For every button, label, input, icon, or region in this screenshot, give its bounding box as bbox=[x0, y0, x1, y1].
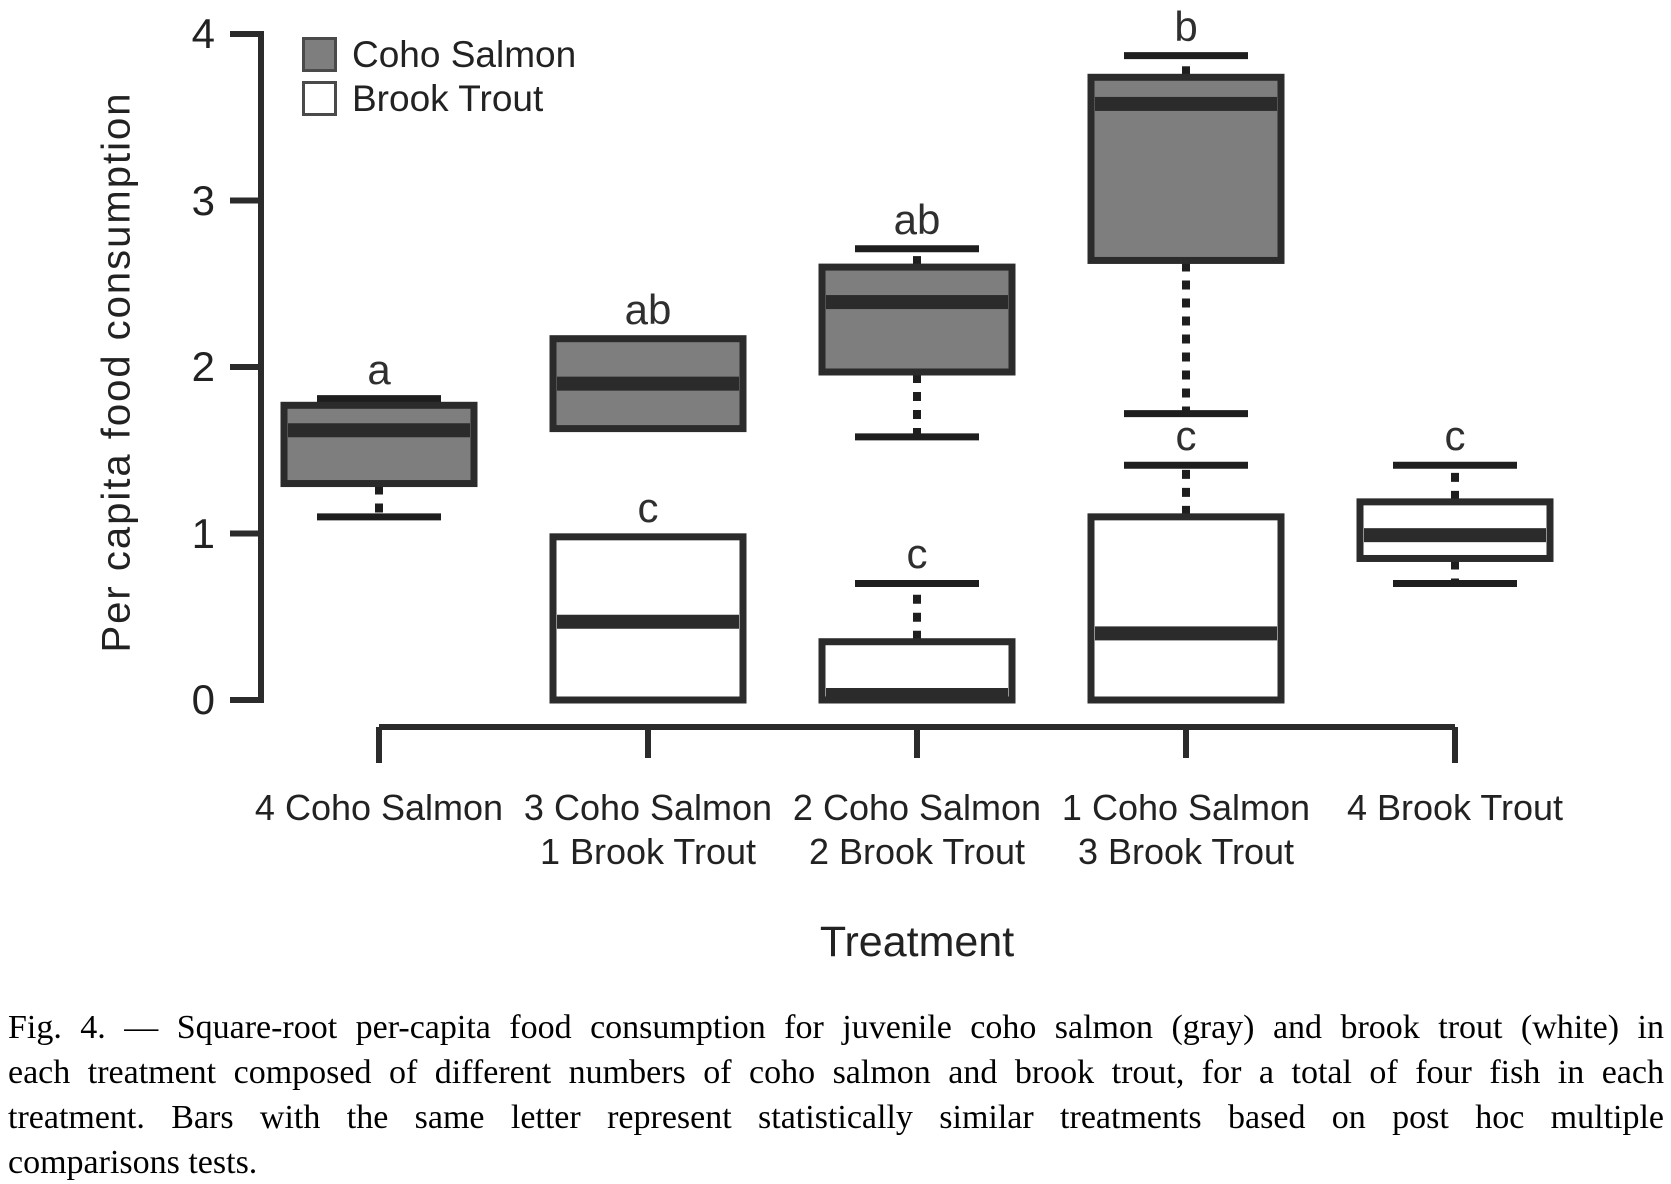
x-axis-title: Treatment bbox=[819, 918, 1015, 966]
box-median-brook-trout-group-2 bbox=[557, 614, 739, 629]
box-median-brook-trout-group-3 bbox=[826, 688, 1008, 703]
legend: Coho Salmon Brook Trout bbox=[302, 34, 576, 126]
legend-swatch-coho-salmon bbox=[302, 37, 337, 72]
boxplot-chart bbox=[230, 31, 1554, 763]
legend-item-brook-trout: Brook Trout bbox=[302, 78, 576, 119]
figure-caption: Fig. 4. — Square-root per-capita food co… bbox=[8, 1005, 1664, 1184]
box-median-brook-trout-group-4 bbox=[1095, 626, 1277, 641]
box-median-coho-salmon-group-3 bbox=[826, 295, 1008, 310]
legend-label-brook-trout: Brook Trout bbox=[352, 77, 544, 119]
box-median-coho-salmon-group-4 bbox=[1095, 96, 1277, 111]
box-median-coho-salmon-group-1 bbox=[288, 423, 470, 438]
box-coho-salmon-group-3 bbox=[818, 263, 1016, 376]
caption-line-2: each treatment composed of different num… bbox=[8, 1054, 1664, 1091]
legend-item-coho-salmon: Coho Salmon bbox=[302, 34, 576, 75]
legend-label-coho-salmon: Coho Salmon bbox=[352, 33, 577, 75]
box-median-brook-trout-group-5 bbox=[1364, 528, 1546, 543]
legend-swatch-brook-trout bbox=[302, 81, 337, 116]
caption-line-4: comparisons tests. bbox=[8, 1144, 258, 1181]
box-coho-salmon-group-1 bbox=[280, 401, 478, 488]
box-brook-trout-group-4 bbox=[1087, 513, 1285, 704]
box-median-coho-salmon-group-2 bbox=[557, 376, 739, 391]
y-axis-title: Per capita food consumption bbox=[94, 91, 139, 653]
caption-line-3: treatment. Bars with the same letter rep… bbox=[8, 1099, 1664, 1136]
caption-line-1: Fig. 4. — Square-root per-capita food co… bbox=[8, 1009, 1664, 1046]
